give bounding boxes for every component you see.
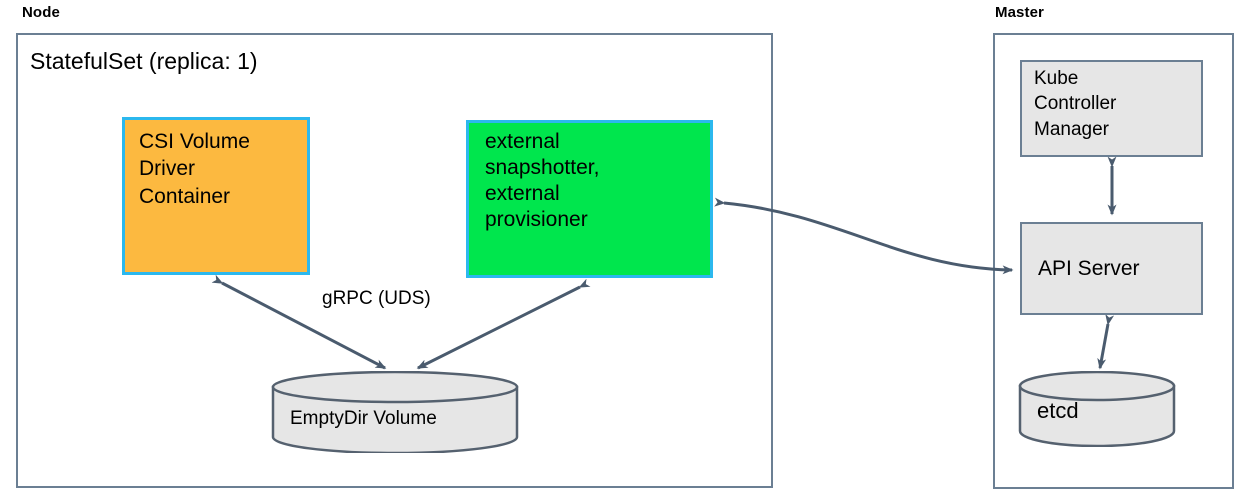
csi-driver-line-3: Container bbox=[139, 184, 231, 208]
api-server-box[interactable]: API Server bbox=[1020, 222, 1203, 315]
node-group-label: Node bbox=[22, 4, 60, 21]
grpc-uds-link-label: gRPC (UDS) bbox=[322, 288, 431, 309]
master-group-label: Master bbox=[995, 4, 1044, 21]
kube-controller-manager-box[interactable]: Kube Controller Manager bbox=[1020, 60, 1203, 157]
kcm-text: Kube Controller Manager bbox=[1034, 66, 1116, 142]
etcd-cylinder[interactable] bbox=[1018, 371, 1176, 447]
emptydir-volume-cylinder[interactable] bbox=[271, 371, 519, 453]
external-controllers-line-1: external bbox=[485, 130, 560, 153]
api-server-label: API Server bbox=[1038, 256, 1140, 280]
kcm-line-2: Controller bbox=[1034, 93, 1117, 115]
kcm-line-1: Kube bbox=[1034, 68, 1079, 89]
external-controllers-box[interactable]: external snapshotter, external provision… bbox=[466, 120, 713, 278]
kcm-line-3: Manager bbox=[1034, 118, 1109, 140]
csi-driver-text: CSI Volume Driver Container bbox=[139, 128, 250, 210]
external-controllers-line-3: external bbox=[485, 182, 560, 206]
external-controllers-text: external snapshotter, external provision… bbox=[485, 129, 599, 233]
statefulset-title: StatefulSet (replica: 1) bbox=[30, 48, 258, 74]
csi-volume-driver-container-box[interactable]: CSI Volume Driver Container bbox=[122, 117, 310, 275]
emptydir-volume-label: EmptyDir Volume bbox=[290, 408, 437, 429]
csi-driver-line-2: Driver bbox=[139, 157, 195, 181]
csi-driver-line-1: CSI Volume bbox=[139, 130, 250, 153]
external-controllers-line-2: snapshotter, bbox=[485, 156, 600, 180]
external-controllers-line-4: provisioner bbox=[485, 208, 588, 232]
etcd-label: etcd bbox=[1037, 398, 1079, 423]
